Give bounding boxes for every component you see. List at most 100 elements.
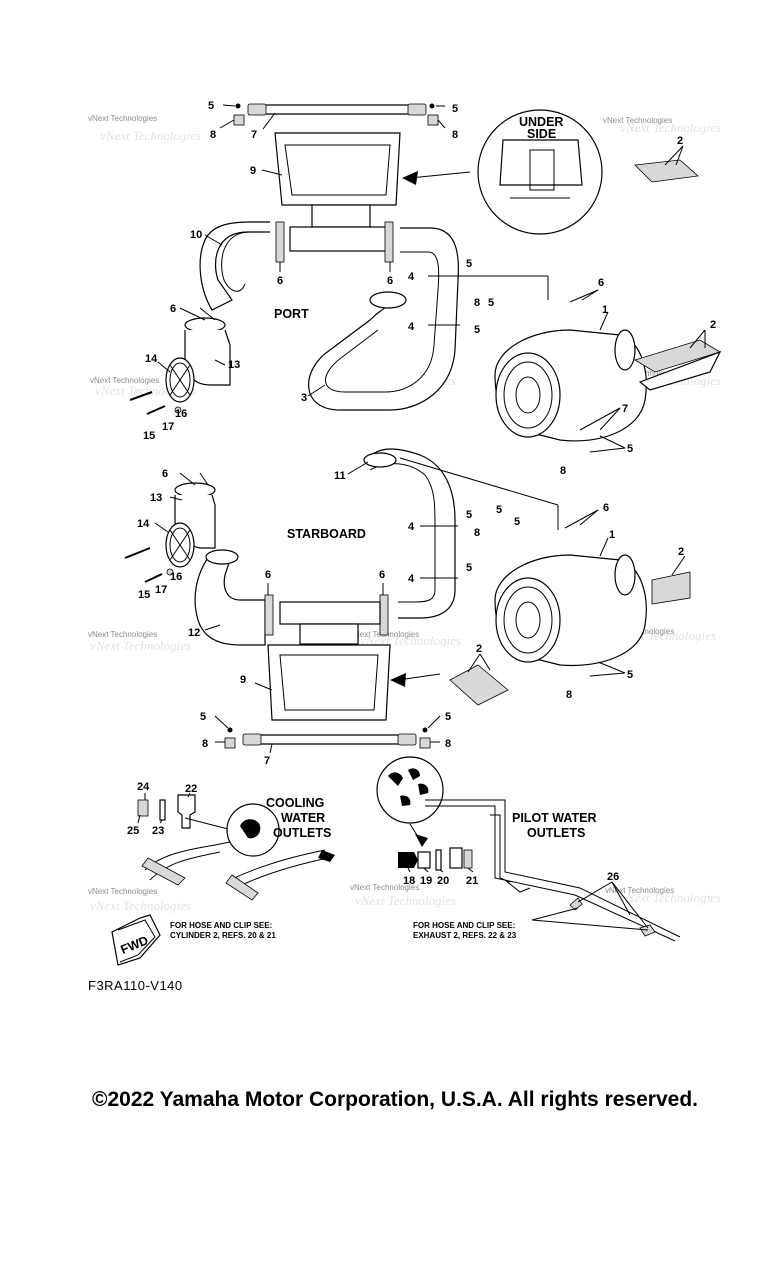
callout-8: 8 bbox=[210, 129, 216, 141]
callout-7: 7 bbox=[622, 403, 628, 415]
callout-numbers: 5 8 7 5 8 9 10 6 6 5 4 4 5 6 3 13 14 16 … bbox=[127, 100, 716, 887]
cooling-label: COOLING bbox=[266, 796, 324, 810]
pilot-water-outlets bbox=[376, 756, 681, 942]
callout-8: 8 bbox=[445, 738, 451, 750]
watermark-ghost: vNext Technologies bbox=[90, 898, 191, 913]
callout-6: 6 bbox=[162, 468, 168, 480]
callout-3: 3 bbox=[301, 392, 307, 404]
callout-17: 17 bbox=[155, 584, 167, 596]
callout-6: 6 bbox=[265, 569, 271, 581]
screw-nut-set bbox=[233, 103, 439, 126]
air-box bbox=[494, 329, 647, 442]
callout-20: 20 bbox=[437, 875, 449, 887]
section-label-starboard: STARBOARD bbox=[287, 527, 366, 541]
callout-8: 8 bbox=[452, 129, 458, 141]
hose-end bbox=[369, 291, 407, 309]
under-side-inset bbox=[477, 109, 603, 235]
callout-5: 5 bbox=[466, 562, 472, 574]
hose bbox=[308, 227, 459, 411]
watermark-ghost: vNext Technologies bbox=[90, 638, 191, 653]
callout-7: 7 bbox=[251, 129, 257, 141]
callout-23: 23 bbox=[152, 825, 164, 837]
intake-box bbox=[267, 601, 391, 721]
callout-4: 4 bbox=[408, 573, 415, 585]
callout-1: 1 bbox=[609, 529, 615, 541]
callout-2: 2 bbox=[476, 643, 482, 655]
watermark-text: vNext Technologies bbox=[350, 883, 419, 892]
callout-2: 2 bbox=[710, 319, 716, 331]
callout-16: 16 bbox=[170, 571, 182, 583]
arrow-line bbox=[409, 171, 471, 179]
cooling-label: WATER bbox=[281, 811, 325, 825]
callout-1: 1 bbox=[602, 304, 608, 316]
callout-4: 4 bbox=[408, 521, 415, 533]
copyright-notice: ©2022 Yamaha Motor Corporation, U.S.A. A… bbox=[92, 1088, 698, 1111]
watermark-text: vNext Technologies bbox=[90, 376, 159, 385]
cooling-water-outlets bbox=[111, 794, 335, 966]
callout-5: 5 bbox=[445, 711, 451, 723]
arrow-head bbox=[402, 171, 418, 185]
callout-22: 22 bbox=[185, 783, 197, 795]
callout-9: 9 bbox=[250, 165, 256, 177]
pilot-label: OUTLETS bbox=[527, 826, 585, 840]
callout-8: 8 bbox=[560, 465, 566, 477]
callout-11: 11 bbox=[334, 470, 346, 482]
hose bbox=[369, 463, 436, 603]
cooling-note: FOR HOSE AND CLIP SEE: bbox=[170, 921, 272, 930]
callout-5: 5 bbox=[474, 324, 480, 336]
callout-7: 7 bbox=[264, 755, 270, 767]
filter-element bbox=[634, 159, 722, 391]
callout-17: 17 bbox=[162, 421, 174, 433]
leader-lines-bottom bbox=[137, 792, 649, 931]
port-assembly bbox=[129, 103, 722, 442]
strap bbox=[242, 733, 417, 746]
elbow-grate bbox=[165, 317, 231, 403]
callout-8: 8 bbox=[566, 689, 572, 701]
callout-5: 5 bbox=[627, 669, 633, 681]
callout-5: 5 bbox=[466, 509, 472, 521]
watermark-text: vNext Technologies bbox=[88, 630, 157, 639]
callout-14: 14 bbox=[137, 518, 150, 530]
callout-6: 6 bbox=[170, 303, 176, 315]
callout-13: 13 bbox=[150, 492, 162, 504]
callout-19: 19 bbox=[420, 875, 432, 887]
watermark-text: vNext Technologies bbox=[603, 116, 672, 125]
clamp bbox=[379, 594, 389, 636]
callout-6: 6 bbox=[603, 502, 609, 514]
watermark-text: vNext Technologies bbox=[88, 887, 157, 896]
watermark-ghost: vNext Technologies bbox=[620, 120, 721, 135]
callout-6: 6 bbox=[277, 275, 283, 287]
callout-24: 24 bbox=[137, 781, 150, 793]
leader-lines-starboard bbox=[154, 457, 686, 754]
callout-8: 8 bbox=[202, 738, 208, 750]
elbow-grate bbox=[165, 482, 216, 568]
bolts bbox=[129, 391, 182, 415]
callout-6: 6 bbox=[379, 569, 385, 581]
callout-21: 21 bbox=[466, 875, 478, 887]
bolts bbox=[124, 547, 174, 583]
screw-nut-set bbox=[224, 727, 431, 749]
clamp bbox=[275, 221, 285, 263]
watermark-ghost: vNext Technologies bbox=[100, 128, 201, 143]
cooling-label: OUTLETS bbox=[273, 826, 331, 840]
callout-5: 5 bbox=[208, 100, 214, 112]
callout-13: 13 bbox=[228, 359, 240, 371]
under-side-label: UNDER bbox=[519, 115, 563, 129]
callout-10: 10 bbox=[190, 229, 202, 241]
callout-15: 15 bbox=[138, 589, 150, 601]
section-label-port: PORT bbox=[274, 307, 309, 321]
fwd-arrow-icon bbox=[111, 914, 161, 966]
callout-6: 6 bbox=[598, 277, 604, 289]
starboard-assembly bbox=[124, 448, 691, 749]
watermark-ghost: vNext Technologies bbox=[355, 893, 456, 908]
strap bbox=[247, 103, 427, 116]
hose bbox=[325, 251, 440, 393]
callout-14: 14 bbox=[145, 353, 158, 365]
watermark-text: vNext Technologies bbox=[88, 114, 157, 123]
filter-element bbox=[449, 571, 691, 706]
callout-18: 18 bbox=[403, 875, 415, 887]
leader-lines-port bbox=[157, 104, 706, 453]
callout-2: 2 bbox=[678, 546, 684, 558]
callout-4: 4 bbox=[408, 321, 415, 333]
